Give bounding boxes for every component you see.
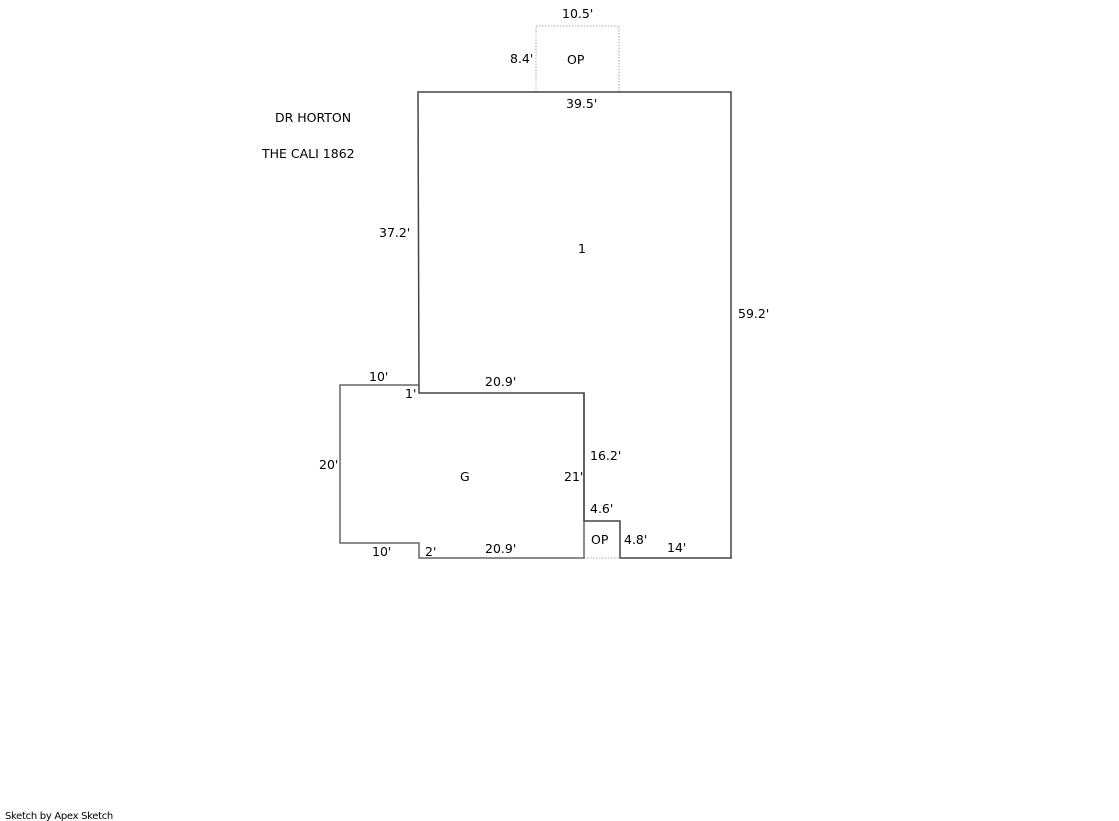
main-area-outline bbox=[417, 91, 732, 559]
dim-porch-top-depth: 8.4' bbox=[510, 51, 533, 66]
dim-main-inner: 16.2' bbox=[590, 448, 621, 463]
area-garage-label: G bbox=[460, 469, 470, 484]
dim-garage-left: 20' bbox=[319, 457, 338, 472]
dim-main-top: 39.5' bbox=[566, 96, 597, 111]
model-label: THE CALI 1862 bbox=[261, 146, 355, 161]
dim-porch-bottom-right: 4.8' bbox=[624, 532, 647, 547]
area-porch-bottom-label: OP bbox=[591, 532, 609, 547]
dim-garage-top: 20.9' bbox=[485, 374, 516, 389]
area-main-label: 1 bbox=[578, 241, 586, 256]
dim-porch-top-width: 10.5' bbox=[562, 6, 593, 21]
builder-label: DR HORTON bbox=[275, 110, 351, 125]
dim-garage-bottom: 20.9' bbox=[485, 541, 516, 556]
credit-text: Sketch by Apex Sketch bbox=[5, 811, 113, 821]
dim-garage-top-left: 10' bbox=[369, 369, 388, 384]
dim-main-bottom: 14' bbox=[667, 540, 686, 555]
dim-main-right: 59.2' bbox=[738, 306, 769, 321]
area-porch-top-label: OP bbox=[567, 52, 585, 67]
dim-porch-bottom-top: 4.6' bbox=[590, 501, 613, 516]
porch-top-outline bbox=[535, 25, 620, 92]
dim-main-left: 37.2' bbox=[379, 225, 410, 240]
dim-garage-jog-bottom: 2' bbox=[425, 544, 436, 559]
garage-outline bbox=[339, 384, 585, 559]
dim-garage-jog-top: 1' bbox=[405, 386, 416, 401]
dim-garage-bottom-left: 10' bbox=[372, 544, 391, 559]
dim-garage-right: 21' bbox=[564, 469, 583, 484]
